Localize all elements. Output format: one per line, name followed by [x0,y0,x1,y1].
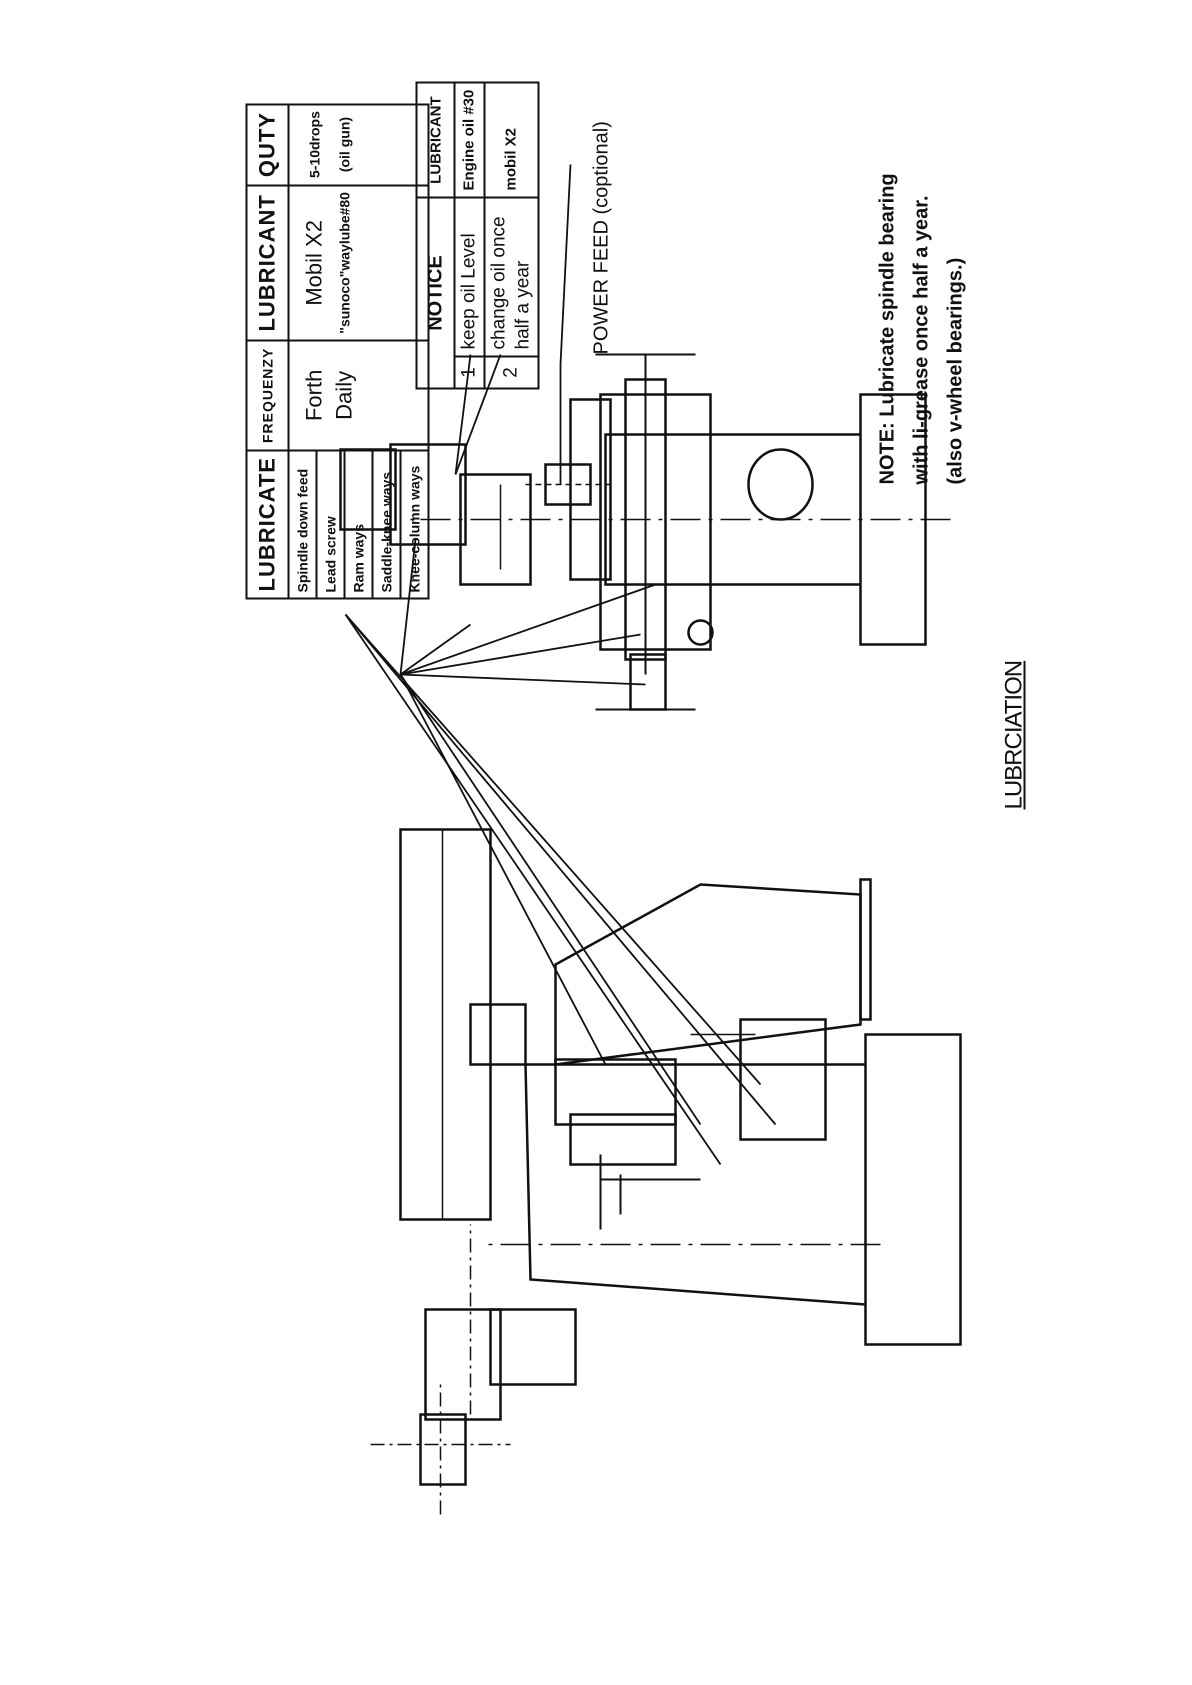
header-notice-lubricant: LUBRICANT [416,82,455,198]
table-row: Lead screw [316,450,345,599]
quantity-line: 5-10drops [306,111,323,179]
header-lubricant: LUBRICANT [246,185,289,341]
front-table-screw [629,653,667,711]
notice-num: 1 [454,356,485,389]
note-line: NOTE: Lubricate spindle bearing [876,173,899,485]
notice-table: NOTICE LUBRICANT 1 keep oil Level Engine… [416,82,540,390]
side-ram [399,828,492,1221]
notice-lubricant: mobil X2 [484,82,539,198]
table-row: Saddle-knee ways [372,450,401,599]
table-row: Knee-column ways [400,450,429,599]
power-feed-label: POWER FEED (coptional) [590,121,613,355]
frequency-line: Daily [331,370,357,420]
front-knee [599,393,712,651]
front-motor [339,448,397,531]
quantity-line: (oil gun) [336,116,353,173]
front-column [604,433,861,586]
side-knee [554,883,862,1066]
side-knee-foot [739,1018,827,1141]
frequency-cell: Forth Daily [288,340,429,451]
note-line: (also v-wheel bearings.) [944,257,967,485]
table-row: Spindle down feed [288,450,317,599]
lubricant-cell: Mobil X2 "sunoco"waylube#80 [288,185,429,341]
front-column-round [747,448,814,521]
side-turret [469,1003,527,1066]
notice-num: 2 [484,356,539,389]
side-base [864,1033,962,1346]
side-quill [489,1308,577,1386]
frequency-line: Forth [301,369,327,422]
note-line: with li-grease once half a year. [910,195,933,485]
lubricant-line: Mobil X2 [301,220,327,306]
header-notice: NOTICE [416,197,455,389]
quantity-cell: 5-10drops (oil gun) [288,104,429,186]
front-saddle [569,398,612,581]
side-head [424,1308,502,1421]
side-elevating-screw [859,878,872,1021]
side-column [524,1063,866,1306]
notice-text: keep oil Level [454,197,485,357]
front-head [389,443,467,546]
header-quantity: QUTY [246,104,289,186]
lubricant-line: "sunoco"waylube#80 [336,192,353,334]
front-quill [459,473,532,586]
side-motor [419,1413,467,1486]
header-lubricate: LUBRICATE [246,450,289,599]
front-handwheel [687,619,714,646]
side-saddle [554,1058,677,1126]
table-row: Ram ways [344,450,373,599]
header-frequency: FREQUENZY [246,340,289,451]
side-table [569,1113,677,1166]
note-block: NOTE: Lubricate spindle bearing with li-… [871,173,973,484]
notice-lubricant: Engine oil #30 [454,82,485,198]
lubrication-table: LUBRICATE FREQUENZY LUBRICANT QUTY Spind… [246,103,430,599]
page-title: LUBRCIATION [1000,660,1028,810]
notice-text: change oil once half a year [484,197,539,357]
